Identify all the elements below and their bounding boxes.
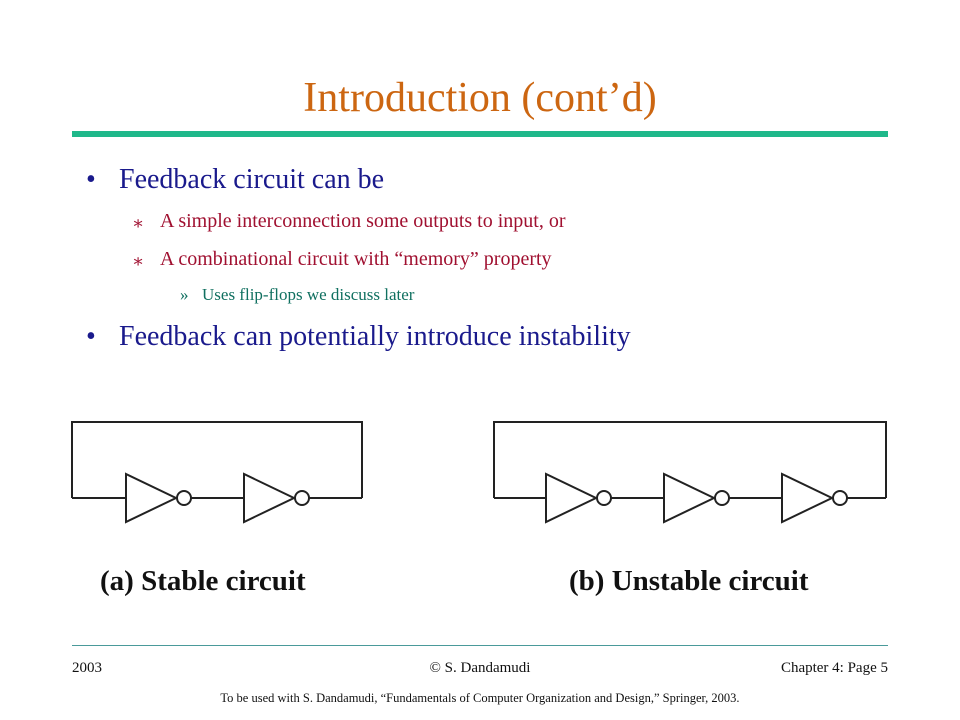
footer-year: 2003 <box>72 660 102 676</box>
feedback-wire-a <box>71 421 363 498</box>
bullet-text: Feedback can potentially introduce insta… <box>119 321 631 352</box>
bullet-star: ∗ <box>132 251 145 271</box>
bullet-chevron: » <box>180 285 189 304</box>
inverter-a1 <box>125 472 179 524</box>
inverter-b3 <box>781 472 835 524</box>
bullet-dot: • <box>86 321 96 352</box>
figure-caption-unstable: (b) Unstable circuit <box>569 565 809 597</box>
inverter-bubble-a1 <box>176 490 192 506</box>
footer-author: © S. Dandamudi <box>429 660 531 676</box>
bullet-star: ∗ <box>132 213 145 233</box>
bullet-dot: • <box>86 164 96 195</box>
bullet-text: Uses flip-flops we discuss later <box>202 285 415 304</box>
inverter-bubble-a2 <box>294 490 310 506</box>
inverter-bubble-b2 <box>714 490 730 506</box>
bullet-text: A combinational circuit with “memory” pr… <box>160 248 552 270</box>
circuit-diagrams <box>71 421 887 524</box>
inverter-b1 <box>545 472 599 524</box>
circuit-figures: (a) Stable circuit (b) Unstable circuit <box>0 400 960 630</box>
bullet-text: Feedback circuit can be <box>119 164 385 195</box>
title-underline <box>72 131 888 137</box>
inverter-b2 <box>663 472 717 524</box>
inverter-bubble-b1 <box>596 490 612 506</box>
slide-title: Introduction (cont’d) <box>303 75 657 121</box>
inverter-bubble-b3 <box>832 490 848 506</box>
footer-citation: To be used with S. Dandamudi, “Fundament… <box>220 691 740 705</box>
figure-caption-stable: (a) Stable circuit <box>100 565 306 597</box>
footer-page-number: Chapter 4: Page 5 <box>780 660 888 676</box>
feedback-wire-b <box>493 421 887 498</box>
inverter-a2 <box>243 472 297 524</box>
bullet-text: A simple interconnection some outputs to… <box>160 210 566 232</box>
footer-divider <box>72 645 888 646</box>
